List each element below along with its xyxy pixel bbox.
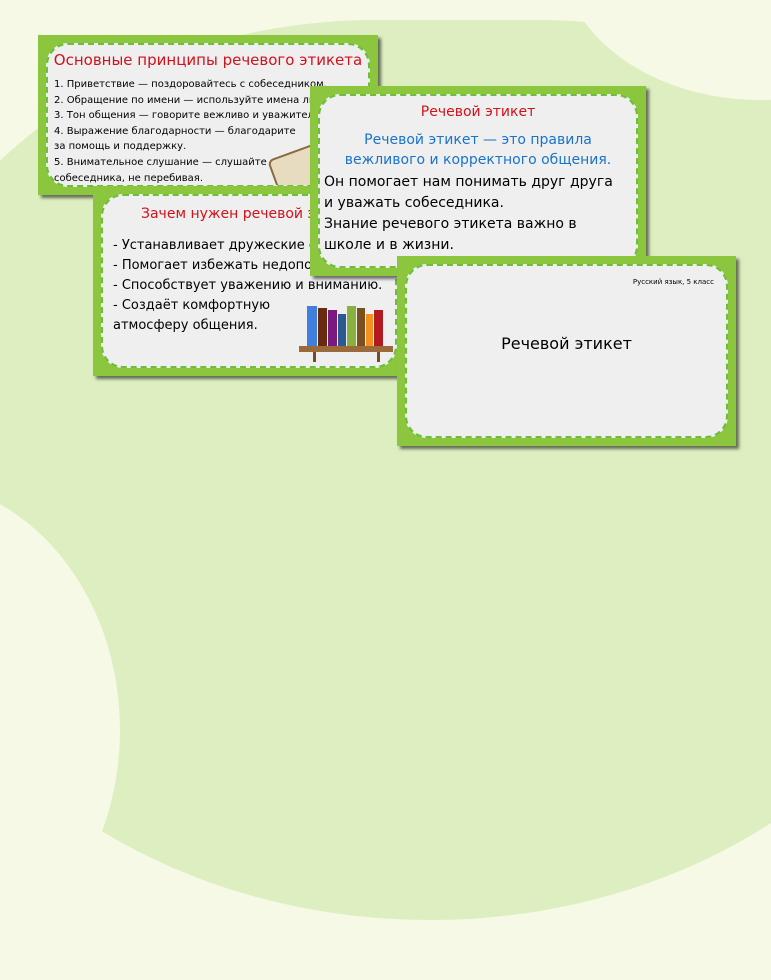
slide-subtitle: Русский язык, 5 класс [632, 278, 714, 286]
list-item: 3. Тон общения — говорите вежливо и уваж… [54, 110, 336, 122]
list-item: 4. Выражение благодарности — благодарите [54, 125, 296, 137]
list-item: - Создаёт комфортную [113, 298, 271, 313]
list-item: за помощь и поддержку. [54, 141, 187, 153]
slide-title: Зачем нужен речевой этикет? [141, 206, 366, 222]
definition-text: Речевой этикет — это правила вежливого и… [344, 132, 612, 168]
slide-title: Основные принципы речевого этикета [53, 51, 363, 69]
bookshelf-icon [299, 306, 395, 362]
slide-cover[interactable]: Русский язык, 5 класс Речевой этикет [397, 256, 736, 446]
list-item: - Способствует уважению и вниманию. [113, 278, 383, 293]
slide-title: Речевой этикет [501, 334, 632, 353]
list-item: 2. Обращение по имени — используйте имен… [54, 94, 341, 106]
list-item: 1. Приветствие — поздоровайтесь с собесе… [54, 79, 327, 90]
slide-definition[interactable]: Речевой этикет Речевой этикет — это прав… [310, 86, 646, 276]
list-item: атмосферу общения. [113, 318, 258, 333]
body-line: Знание речевого этикета важно в [324, 216, 577, 232]
list-item: 5. Внимательное слушание — слушайте [54, 156, 267, 168]
slide-title: Речевой этикет [420, 104, 536, 120]
body-line: и уважать собеседника. [324, 195, 504, 211]
body-line: школе и в жизни. [324, 237, 454, 253]
body-line: Он помогает нам понимать друг друга [324, 174, 613, 190]
list-item: собеседника, не перебивая. [54, 172, 204, 184]
